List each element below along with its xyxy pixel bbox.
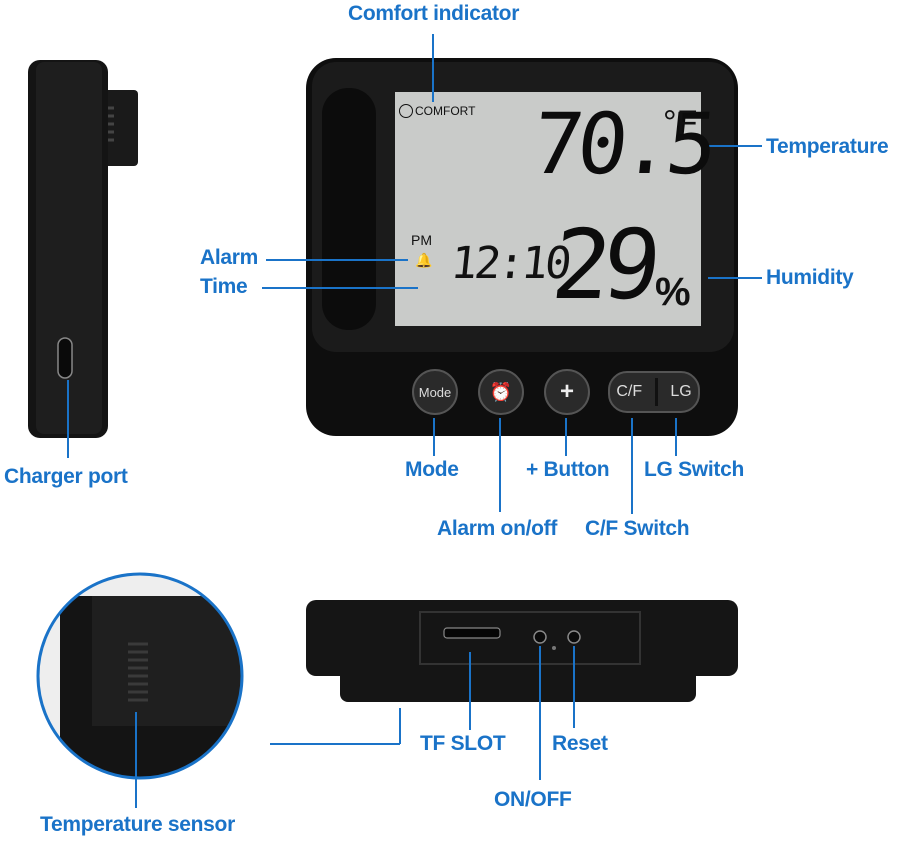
label-cf-switch: C/F Switch [585,517,690,540]
front-inset [322,88,376,330]
tf-slot [443,627,501,639]
label-temperature: Temperature [766,135,889,158]
plus-icon: + [559,378,574,405]
lcd-screen [395,92,701,326]
bottom-panel [419,611,641,665]
sensor-zoom [36,572,244,780]
cf-switch-label: C/F [616,383,643,400]
cf-lg-switch[interactable]: C/F LG [608,371,700,413]
label-plus-button: + Button [526,458,610,481]
zoom-ring [36,572,244,780]
lg-switch-label: LG [670,383,692,400]
alarm-clock-icon: ⏰ [489,381,513,402]
label-comfort-indicator: Comfort indicator [348,2,520,25]
temperature-unit: °F [663,104,698,142]
side-face [36,62,102,434]
side-view [28,60,138,438]
mode-button-label: Mode [418,384,452,400]
plus-button[interactable]: + [544,369,590,415]
label-onoff: ON/OFF [494,788,572,811]
leader-lines [67,34,762,808]
switch-divider [654,378,658,406]
bottom-view [306,600,738,702]
label-time: Time [200,275,248,298]
label-lg-switch: LG Switch [644,458,744,481]
label-reset: Reset [552,732,608,755]
label-alarm: Alarm [200,246,259,269]
humidity-value: 29 [547,209,659,321]
led-dot [552,646,556,650]
onoff-hole [533,630,547,644]
reset-hole [567,630,581,644]
humidity-unit: % [655,270,691,314]
label-humidity: Humidity [766,266,854,289]
ampm-indicator: PM [411,232,432,248]
label-temperature-sensor: Temperature sensor [40,813,235,836]
comfort-face-icon [399,104,413,118]
front-view [306,58,738,436]
alarm-bell-icon: 🔔 [415,252,433,268]
label-mode: Mode [405,458,459,481]
mode-button[interactable]: Mode [412,369,458,415]
alarm-button[interactable]: ⏰ [478,369,524,415]
side-vents [106,106,114,142]
usb-c-port [57,337,73,379]
bottom-body [306,600,738,676]
lcd-content: COMFORT 70.5 °F PM 🔔 12:10 29 % [395,92,716,326]
label-charger-port: Charger port [4,465,128,488]
label-tf-slot: TF SLOT [420,732,506,755]
label-alarm-onoff: Alarm on/off [437,517,558,540]
comfort-text: COMFORT [415,104,476,118]
